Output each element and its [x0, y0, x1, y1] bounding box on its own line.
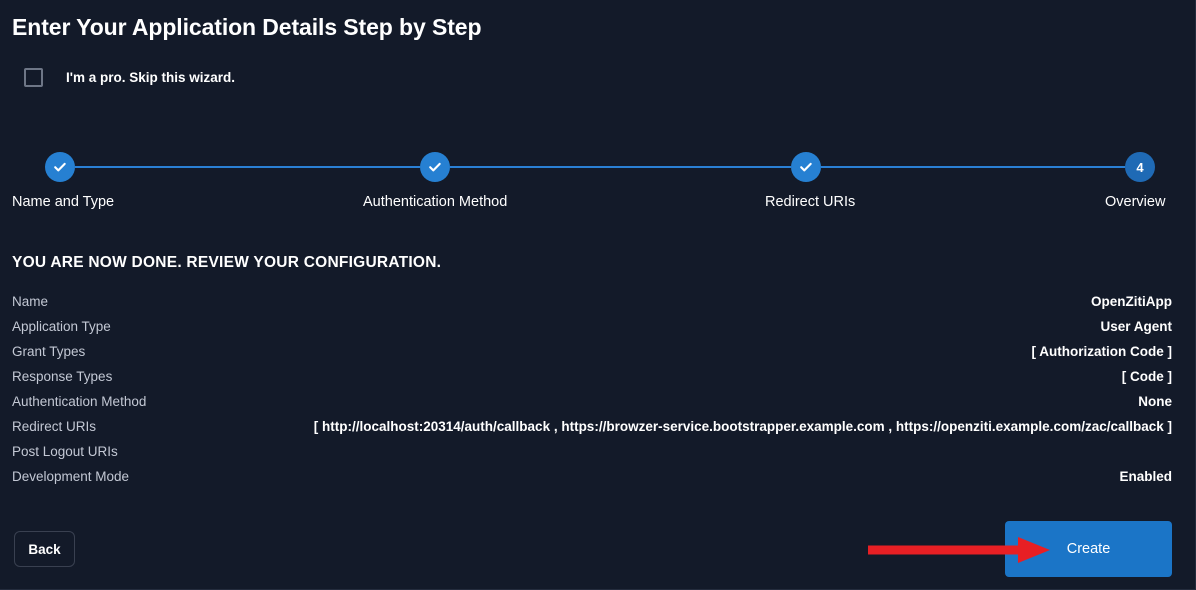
summary-row-application-type: Application Type User Agent [12, 314, 1172, 339]
step-4-overview[interactable]: 4 Overview [1105, 152, 1165, 210]
summary-row-grant-types: Grant Types [ Authorization Code ] [12, 339, 1172, 364]
skip-wizard-label: I'm a pro. Skip this wizard. [66, 70, 235, 85]
step-1-marker [45, 152, 75, 182]
step-2-label: Authentication Method [363, 194, 508, 210]
summary-row-development-mode: Development Mode Enabled [12, 464, 1172, 489]
step-3-label: Redirect URIs [765, 194, 856, 210]
step-connector-2-3 [450, 166, 791, 168]
step-connector-3-4 [821, 166, 1125, 168]
summary-row-response-types: Response Types [ Code ] [12, 364, 1172, 389]
step-2-marker [420, 152, 450, 182]
wizard-stepper: Name and Type Authentication Method Redi… [0, 152, 1196, 222]
summary-value: [ Authorization Code ] [1031, 344, 1172, 359]
step-1-name-and-type[interactable]: Name and Type [12, 152, 114, 210]
check-icon [429, 162, 441, 172]
check-icon [54, 162, 66, 172]
summary-row-redirect-uris: Redirect URIs [ http://localhost:20314/a… [12, 414, 1172, 439]
step-4-label: Overview [1105, 194, 1166, 210]
summary-value: Enabled [1119, 469, 1172, 484]
step-4-number: 4 [1136, 159, 1144, 175]
step-3-marker [791, 152, 821, 182]
summary-value: [ Code ] [1121, 369, 1172, 384]
create-button[interactable]: Create [1005, 521, 1172, 577]
step-4-marker: 4 [1125, 152, 1155, 182]
step-1-label: Name and Type [12, 194, 115, 210]
summary-label: Development Mode [12, 469, 130, 484]
skip-wizard-checkbox[interactable] [24, 68, 43, 87]
step-connector-1-2 [75, 166, 420, 168]
summary-row-name: Name OpenZitiApp [12, 289, 1172, 314]
back-button[interactable]: Back [14, 531, 75, 567]
check-icon [800, 162, 812, 172]
summary-value: None [1138, 394, 1172, 409]
review-heading: YOU ARE NOW DONE. REVIEW YOUR CONFIGURAT… [12, 254, 442, 271]
summary-value: OpenZitiApp [1091, 294, 1172, 309]
summary-label: Application Type [12, 319, 111, 334]
summary-label: Post Logout URIs [12, 444, 118, 459]
summary-label: Name [12, 294, 49, 309]
step-3-redirect-uris[interactable]: Redirect URIs [765, 152, 855, 210]
page-title: Enter Your Application Details Step by S… [12, 14, 482, 40]
summary-label: Response Types [12, 369, 113, 384]
summary-value: User Agent [1100, 319, 1172, 334]
configuration-summary: Name OpenZitiApp Application Type User A… [12, 289, 1172, 489]
step-2-authentication-method[interactable]: Authentication Method [363, 152, 507, 210]
summary-row-post-logout-uris: Post Logout URIs [12, 439, 1172, 464]
summary-label: Authentication Method [12, 394, 147, 409]
skip-wizard-row[interactable]: I'm a pro. Skip this wizard. [24, 68, 235, 87]
summary-value: [ http://localhost:20314/auth/callback ,… [313, 419, 1172, 434]
summary-label: Grant Types [12, 344, 86, 359]
summary-label: Redirect URIs [12, 419, 97, 434]
summary-row-authentication-method: Authentication Method None [12, 389, 1172, 414]
